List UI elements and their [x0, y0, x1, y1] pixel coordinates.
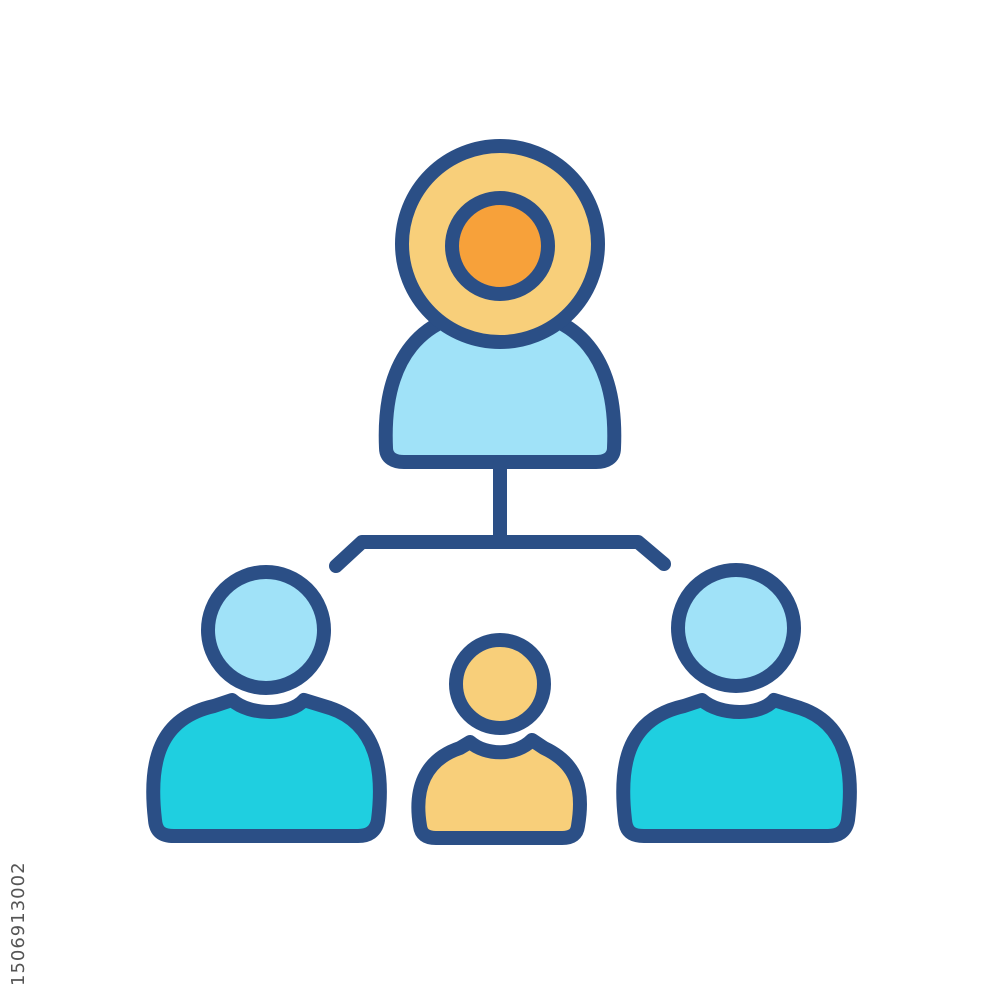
- stock-id-watermark: 1506913002: [8, 861, 29, 986]
- leader-head-core: [445, 191, 555, 301]
- left-member-head: [201, 565, 331, 695]
- left-member-body: [146, 693, 387, 843]
- right-member-head: [671, 563, 801, 693]
- leader-body: [378, 303, 622, 469]
- connector-horizontal: [329, 535, 671, 573]
- center-member-body: [411, 733, 587, 845]
- right-member-body: [616, 693, 857, 843]
- center-member-head: [449, 633, 551, 735]
